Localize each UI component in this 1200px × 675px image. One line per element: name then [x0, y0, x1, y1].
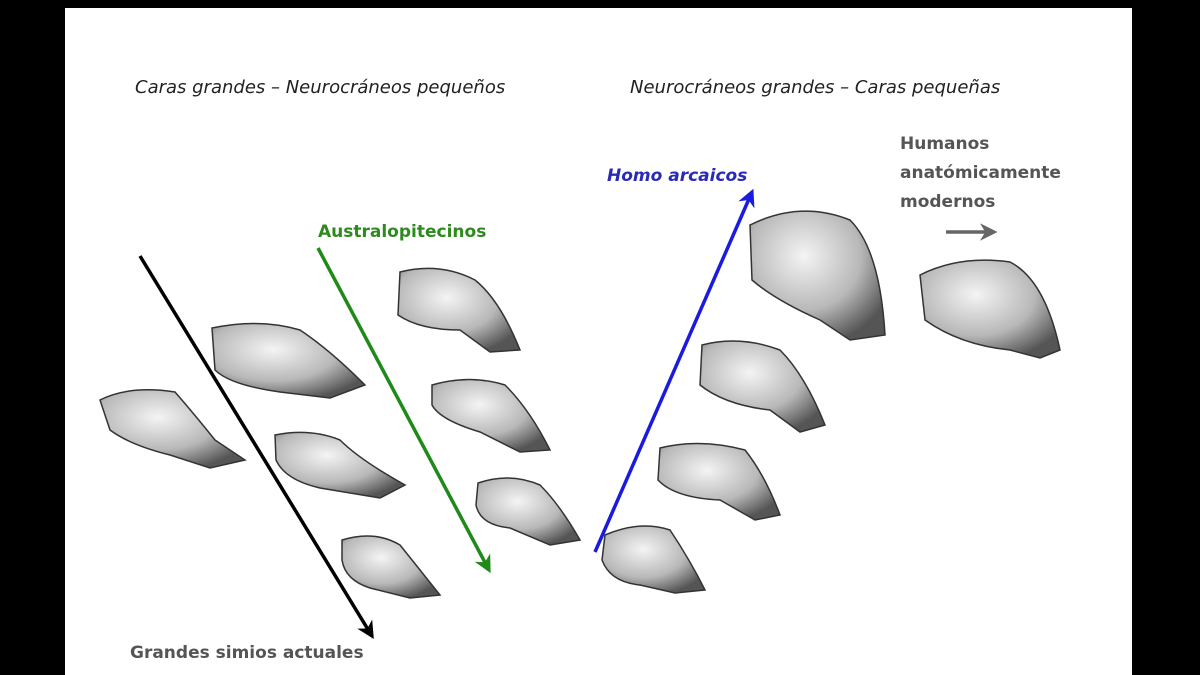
skull-homo-1	[601, 525, 707, 594]
skull-homo-2	[657, 442, 782, 521]
skull-homo-4	[749, 210, 886, 341]
skull-homo-3	[699, 340, 827, 433]
label-line: anatómicamente	[900, 163, 1061, 183]
skull-australopith-1	[397, 267, 522, 353]
label-grandes-simios: Grandes simios actuales	[130, 643, 364, 663]
australopith-arrow	[316, 247, 491, 574]
skull-ape-3	[274, 431, 407, 499]
skull-australopith-3	[475, 477, 582, 546]
apes-arrow	[138, 255, 374, 639]
label-australopitecinos: Australopitecinos	[318, 222, 487, 242]
skull-ape-1	[99, 389, 247, 469]
label-homo-arcaicos: Homo arcaicos	[607, 166, 748, 186]
label-humanos-modernos: Humanos anatómicamente modernos	[900, 130, 1061, 217]
label-line: modernos	[900, 192, 996, 212]
heading-right: Neurocráneos grandes – Caras pequeñas	[630, 77, 1001, 98]
skull-modern	[919, 259, 1061, 359]
skull-australopith-2	[431, 378, 552, 453]
label-line: Humanos	[900, 134, 990, 154]
skull-ape-4	[341, 535, 442, 599]
heading-left: Caras grandes – Neurocráneos pequeños	[135, 77, 506, 98]
skull-ape-2	[211, 322, 367, 399]
homo-arrow	[593, 188, 755, 553]
